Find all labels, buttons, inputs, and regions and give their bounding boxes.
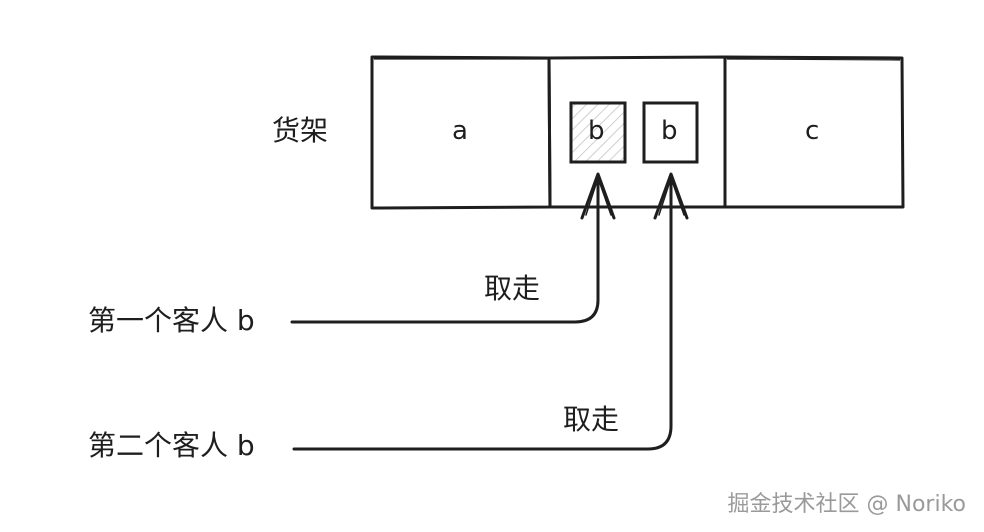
shelf-cell-a-label: a <box>452 116 468 146</box>
second-customer-arrowhead <box>653 172 689 220</box>
shelf <box>370 55 905 210</box>
item-box-b <box>642 101 699 164</box>
item-box-b-taken <box>569 101 627 164</box>
shelf-cell-c <box>723 55 905 209</box>
first-customer-arrow-line <box>290 174 600 324</box>
second-customer-arrow-line <box>292 174 673 451</box>
second-customer-label: 第二个客人 b <box>88 429 255 462</box>
second-customer-action: 取走 <box>563 403 620 436</box>
shelf-label: 货架 <box>272 114 329 147</box>
first-customer-label: 第一个客人 b <box>88 304 255 337</box>
item-b-taken-label: b <box>588 116 605 146</box>
first-customer-arrowhead <box>580 172 616 220</box>
first-customer-action: 取走 <box>484 272 541 305</box>
shelf-cell-c-label: c <box>805 116 820 146</box>
item-b-label: b <box>661 116 678 146</box>
watermark: 掘金技术社区 @ Noriko <box>727 492 966 517</box>
